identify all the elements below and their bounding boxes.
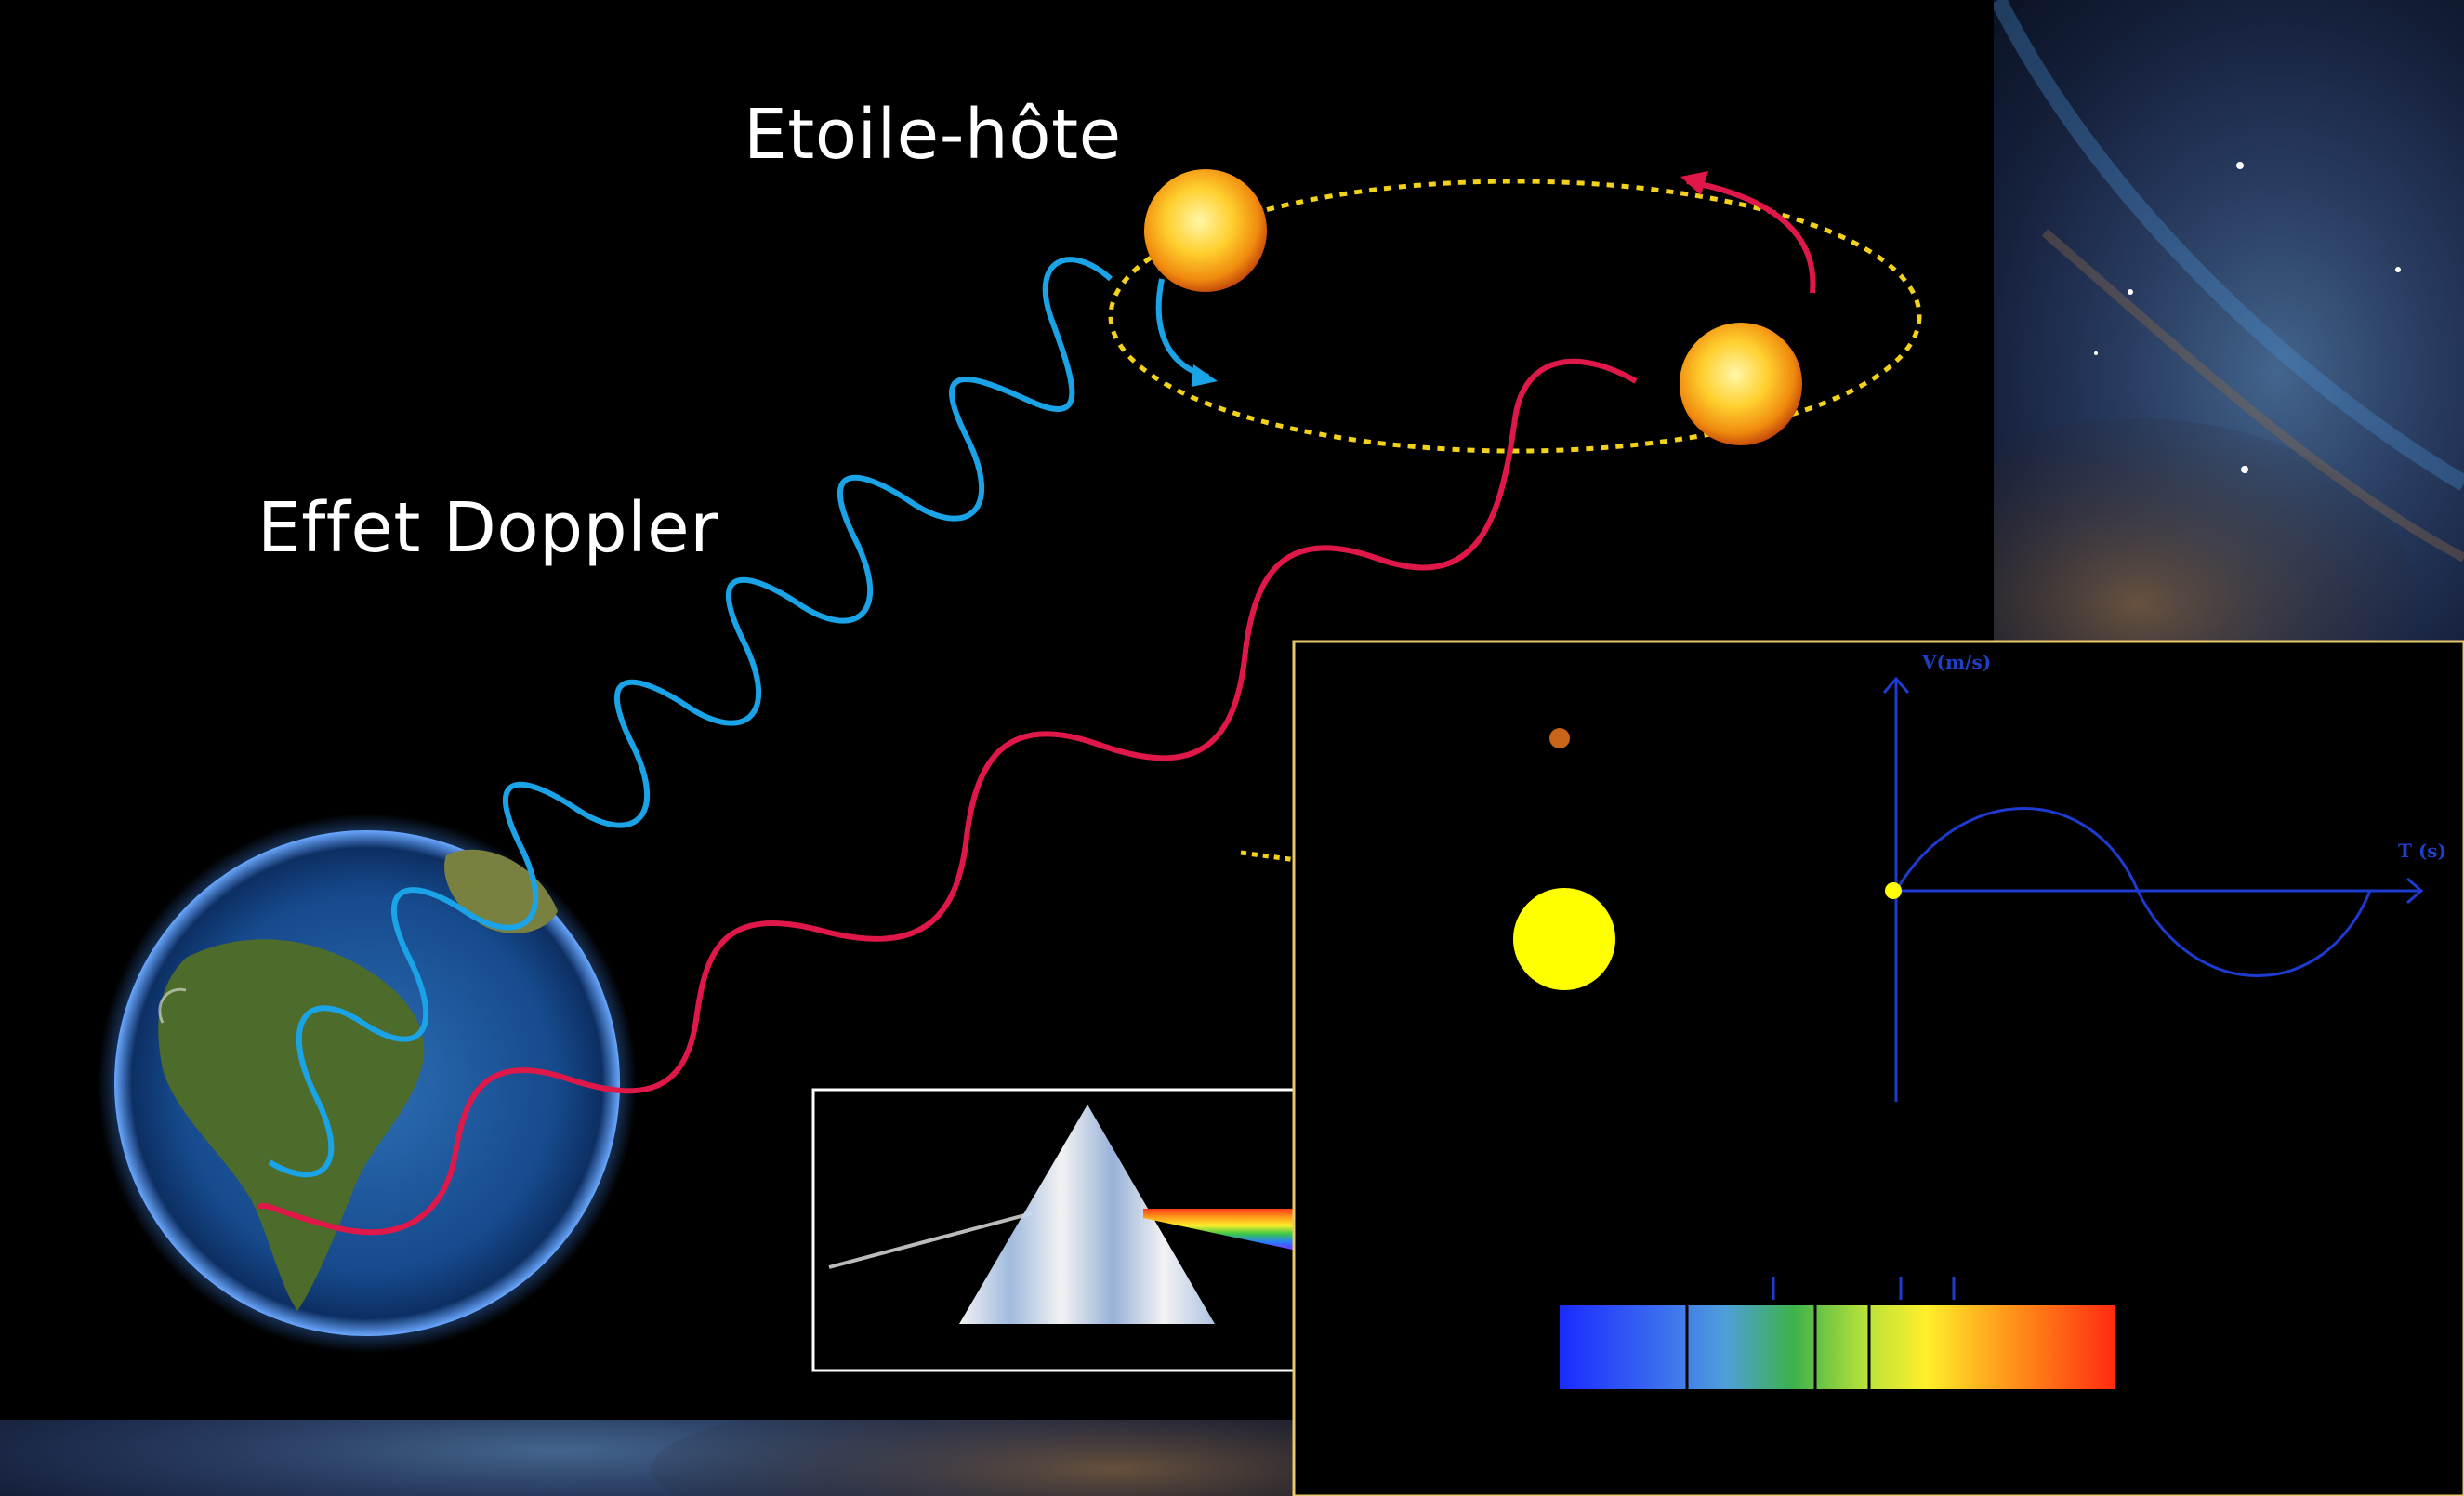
- rv-y-arrow: [1882, 676, 1910, 694]
- host-star-label: Etoile-hôte: [744, 95, 1122, 175]
- orbit-arrow-red: [1686, 179, 1816, 294]
- rv-y-axis-label: V(m/s): [1922, 651, 1992, 673]
- rv-x-axis-label: T (s): [2398, 840, 2447, 862]
- doppler-effect-label: Effet Doppler: [257, 488, 719, 568]
- planet-icon: [1549, 728, 1570, 748]
- rv-curve: [1894, 807, 2372, 977]
- host-star-icon: [1680, 323, 1802, 445]
- blueshift-wave: [268, 257, 1113, 1178]
- prism-inset: [811, 1088, 1317, 1372]
- rv-x-arrow: [2406, 877, 2424, 905]
- earth-globe-icon: [98, 814, 637, 1353]
- rv-inset: [1292, 640, 2464, 1496]
- orbit-arrowhead-red: [1680, 171, 1708, 195]
- spectrum-icon: [1560, 1305, 2115, 1389]
- orbit-path: [1108, 179, 1922, 454]
- star-icon: [1513, 888, 1615, 990]
- host-star-icon: [1144, 169, 1267, 292]
- prism-icon: [959, 1105, 1215, 1324]
- connector-dots: [1240, 850, 1298, 863]
- rv-current-point: [1885, 882, 1902, 899]
- redshift-wave: [257, 358, 1638, 1236]
- rainbow-beam: [1143, 1209, 1297, 1251]
- orbit-arrowhead-blue: [1192, 364, 1218, 387]
